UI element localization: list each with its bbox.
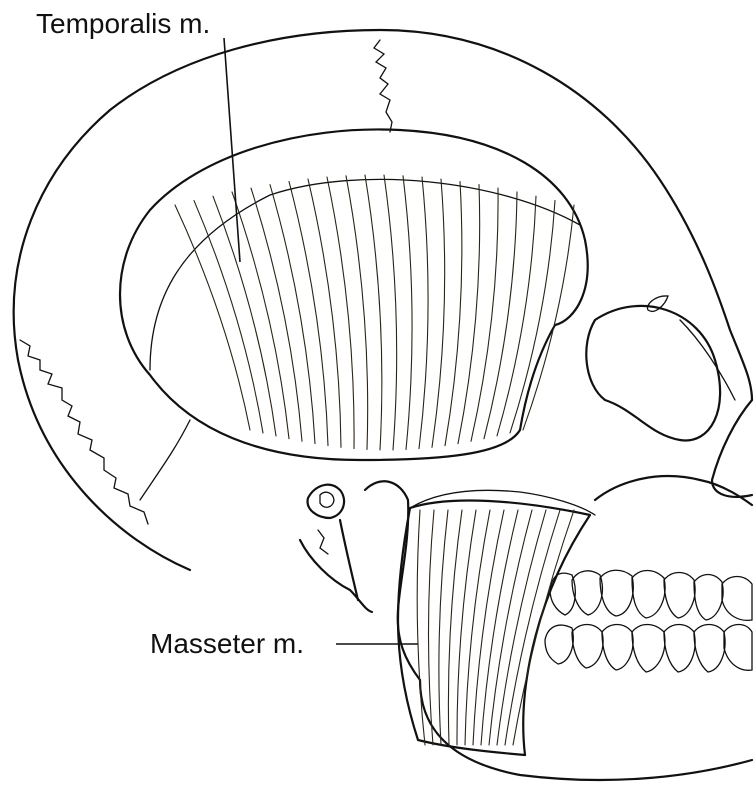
temporalis-fiber <box>523 205 574 430</box>
orbit-outline <box>586 306 720 441</box>
masseter-fiber <box>439 510 448 745</box>
temporalis-fiber <box>471 188 498 441</box>
lower-teeth <box>545 625 752 673</box>
ear-region <box>300 485 372 612</box>
squamous-suture <box>140 420 190 500</box>
temporalis-leader-line <box>224 38 240 262</box>
temporalis-fiber <box>232 192 289 439</box>
mandible-outline <box>420 680 752 780</box>
temporalis-fiber <box>484 192 517 439</box>
masseter-fiber <box>481 510 518 745</box>
upper-teeth <box>550 570 752 620</box>
mandible-ramus-back <box>365 481 420 680</box>
temporalis-fiber <box>419 177 428 449</box>
temporalis-fiber <box>403 176 412 450</box>
masseter-fiber <box>448 510 462 745</box>
masseter-fiber <box>428 510 434 745</box>
maxilla-outline <box>595 476 752 505</box>
zygomatic-line <box>680 320 735 400</box>
masseter-label: Masseter m. <box>150 630 304 658</box>
masseter-fiber <box>513 510 574 745</box>
temporalis-fiber <box>251 188 302 441</box>
lambdoid-suture <box>20 340 148 524</box>
temporalis-fiber <box>445 182 462 446</box>
temporalis-fiber <box>289 182 328 446</box>
temporalis-fiber <box>384 175 397 450</box>
temporalis-fiber <box>270 185 315 444</box>
masseter-fiber <box>473 510 504 745</box>
temporalis-fiber <box>308 179 341 447</box>
temporalis-muscle <box>120 129 588 460</box>
temporalis-fiber <box>346 176 368 450</box>
masseter-fiber <box>465 510 490 745</box>
temporalis-fiber <box>213 196 276 436</box>
temporalis-fiber <box>497 196 536 436</box>
temporalis-fiber <box>510 201 555 433</box>
cranium-outline <box>14 30 752 570</box>
temporalis-fiber <box>432 179 445 447</box>
temporalis-fiber <box>327 177 354 449</box>
coronal-suture <box>374 40 392 132</box>
temporalis-label: Temporalis m. <box>36 10 210 38</box>
